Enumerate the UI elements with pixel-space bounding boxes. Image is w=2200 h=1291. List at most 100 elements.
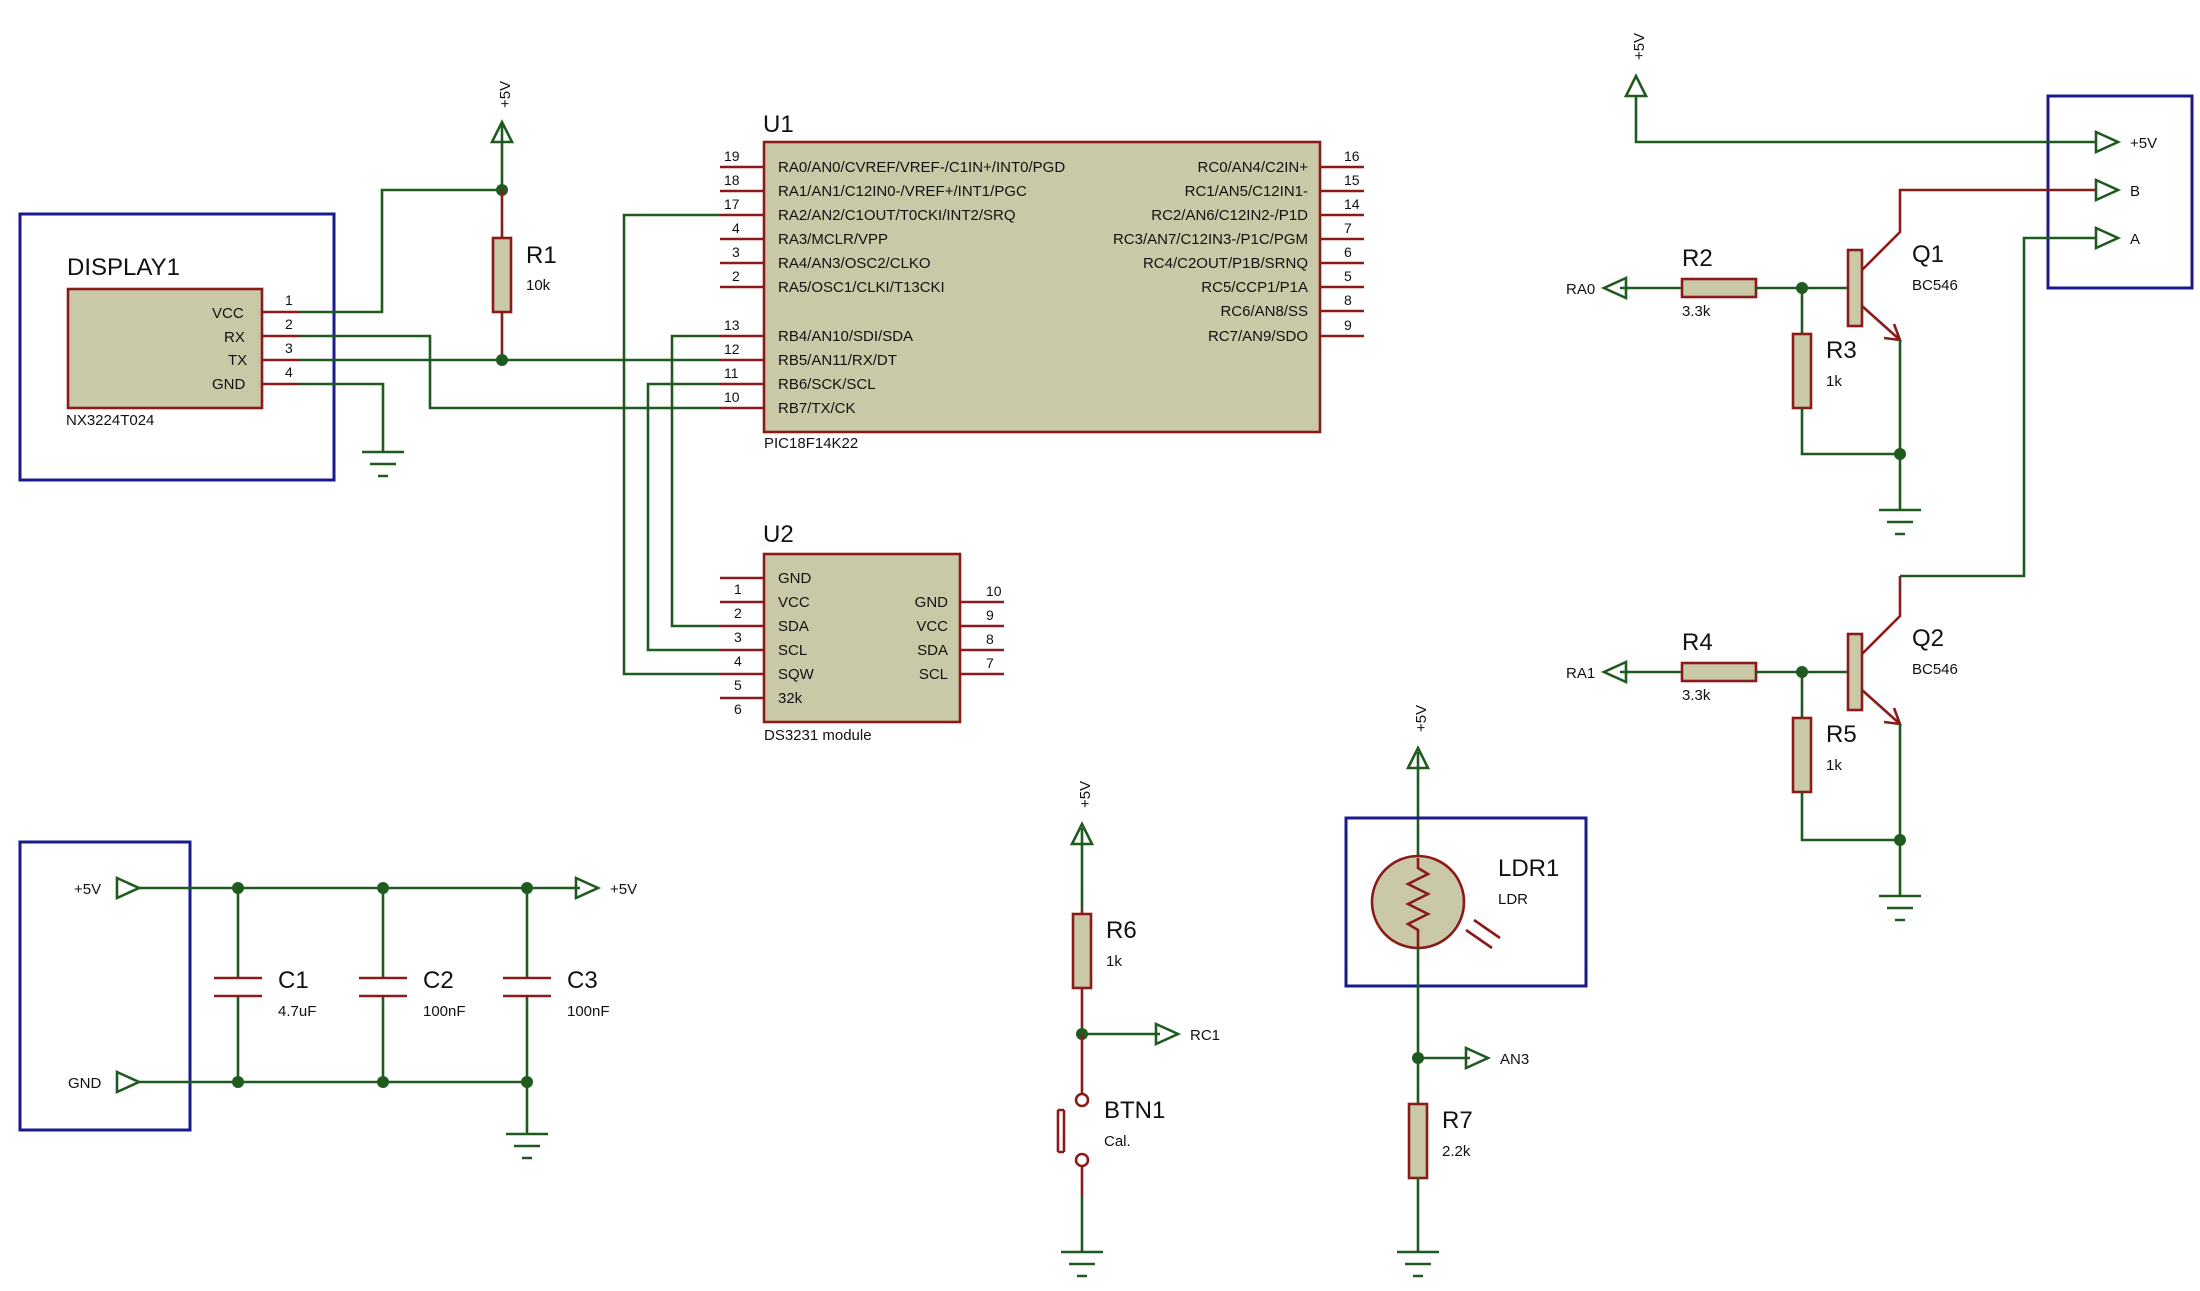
wire-display-vcc	[300, 188, 502, 314]
u1-pin-name: RA2/AN2/C1OUT/T0CKI/INT2/SRQ	[778, 207, 1016, 224]
ground-symbol	[1879, 508, 1921, 536]
c3-value: 100nF	[567, 1003, 610, 1020]
r7-body	[1407, 1102, 1429, 1180]
display1-ref: DISPLAY1	[67, 254, 180, 281]
u2-pin-name: GND	[778, 570, 812, 587]
display1-part: NX3224T024	[66, 412, 154, 429]
u1-part: PIC18F14K22	[764, 435, 858, 452]
u2-right-leads	[960, 600, 1004, 676]
power-out-label: +5V	[610, 881, 637, 898]
u1-ref: U1	[763, 111, 794, 138]
power-label-ldr: +5V	[1413, 705, 1430, 732]
u1-pin-num: 16	[1344, 148, 1360, 164]
btn1-value: Cal.	[1104, 1133, 1131, 1150]
u2-pin-name: SQW	[778, 666, 815, 683]
u1-pin-num: 4	[732, 220, 740, 236]
wire-5v-connector	[1634, 96, 2096, 144]
r7-ref: R7	[1442, 1107, 1473, 1134]
btn1-ref: BTN1	[1104, 1097, 1165, 1124]
q1-collector	[1861, 188, 2096, 271]
connector-b-label: B	[2130, 183, 2140, 200]
wire-rb6-scl	[646, 382, 720, 652]
c1-value: 4.7uF	[278, 1003, 316, 1020]
ldr1-light-arrows	[1465, 918, 1501, 950]
c2-ref: C2	[423, 967, 454, 994]
wire-r3-emitter	[1800, 408, 1900, 456]
port-arrow-5v-out	[574, 875, 602, 901]
ground-symbol	[1879, 894, 1921, 922]
u1-pin-name: RC4/C2OUT/P1B/SRNQ	[1143, 255, 1308, 272]
u1-pin-num: 14	[1344, 196, 1360, 212]
connector-a-label: A	[2130, 231, 2140, 248]
u2-pin-num: 9	[986, 607, 994, 623]
power-arrow-r6	[1069, 821, 1095, 846]
power-label-r6: +5V	[1077, 781, 1094, 808]
u2-ref: U2	[763, 521, 794, 548]
u1-pin-name: RC3/AN7/C12IN3-/P1C/PGM	[1113, 231, 1308, 248]
u2-pin-name: GND	[915, 594, 949, 611]
wire-ra2-sqw	[622, 213, 720, 676]
ground-symbol	[1397, 1178, 1439, 1278]
u2-pin-name: SDA	[917, 642, 948, 659]
u2-pin-name: SCL	[919, 666, 948, 683]
u1-pin-name: RC0/AN4/C2IN+	[1198, 159, 1309, 176]
u1-pin-name: RC7/AN9/SDO	[1208, 328, 1308, 345]
u2-pin-name: SCL	[778, 642, 807, 659]
u1-pin-name: RC5/CCP1/P1A	[1201, 279, 1308, 296]
an3-label: AN3	[1500, 1051, 1529, 1068]
junction	[1894, 448, 1906, 460]
u2-pin-name: VCC	[778, 594, 810, 611]
u1-pin-num: 9	[1344, 317, 1352, 333]
u1-pin-num: 17	[724, 196, 740, 212]
q1-base-bar	[1846, 248, 1864, 328]
output-connector-frame	[2046, 94, 2194, 290]
u2-pin-num: 4	[734, 653, 742, 669]
c1-ref: C1	[278, 967, 309, 994]
r2-ref: R2	[1682, 245, 1713, 272]
junction	[496, 354, 508, 366]
q2-emitter	[1861, 689, 1901, 725]
r2-value: 3.3k	[1682, 303, 1711, 320]
u1-pin-num: 11	[724, 365, 739, 381]
btn1-contact	[1074, 1092, 1090, 1108]
wire-rx-rb7	[300, 334, 720, 410]
u1-pin-name: RA0/AN0/CVREF/VREF-/C1IN+/INT0/PGD	[778, 159, 1065, 176]
u1-pin-num: 18	[724, 172, 740, 188]
wire-display-gnd	[300, 382, 385, 452]
wire-q2-to-a	[1900, 236, 2096, 578]
u1-left-leads	[720, 165, 764, 410]
u1-pin-name: RC1/AN5/C12IN1-	[1185, 183, 1308, 200]
r2-body	[1680, 277, 1758, 299]
u1-pin-name: RB5/AN11/RX/DT	[778, 352, 897, 369]
u1-pin-num: 19	[724, 148, 740, 164]
btn1-contact	[1074, 1152, 1090, 1168]
u1-body	[762, 140, 1322, 434]
power-arrow-r1	[489, 119, 515, 144]
power-arrow-connector	[1623, 73, 1649, 98]
u1-pin-num: 15	[1344, 172, 1360, 188]
u2-part: DS3231 module	[764, 727, 872, 744]
u2-pin-num: 1	[734, 581, 742, 597]
display1-pin-vcc: VCC	[212, 305, 244, 322]
display1-pin-rx: RX	[224, 329, 245, 346]
wire-rb4-sda	[670, 334, 720, 628]
q2-value: BC546	[1912, 661, 1958, 678]
u1-pin-name: RA3/MCLR/VPP	[778, 231, 888, 248]
display1-body	[66, 287, 264, 410]
power-label-r1: +5V	[497, 81, 514, 108]
r3-body	[1791, 332, 1813, 410]
connector-5v-label: +5V	[2130, 135, 2157, 152]
q2-ref: Q2	[1912, 625, 1944, 652]
port-arrow-an3	[1464, 1045, 1492, 1071]
rc1-label: RC1	[1190, 1027, 1220, 1044]
r6-value: 1k	[1106, 953, 1122, 970]
display1-pin-tx: TX	[228, 352, 247, 369]
ground-symbol	[1061, 1196, 1103, 1278]
r4-body	[1680, 661, 1758, 683]
display1-pin-num: 1	[285, 292, 293, 308]
u2-pin-name: SDA	[778, 618, 809, 635]
u2-ds3231: U2 DS3231 module 1 2 3 4 5 6 GND VCC SDA…	[720, 521, 1004, 744]
u1-pin-name: RB7/TX/CK	[778, 400, 856, 417]
port-arrow-b	[2094, 177, 2122, 203]
